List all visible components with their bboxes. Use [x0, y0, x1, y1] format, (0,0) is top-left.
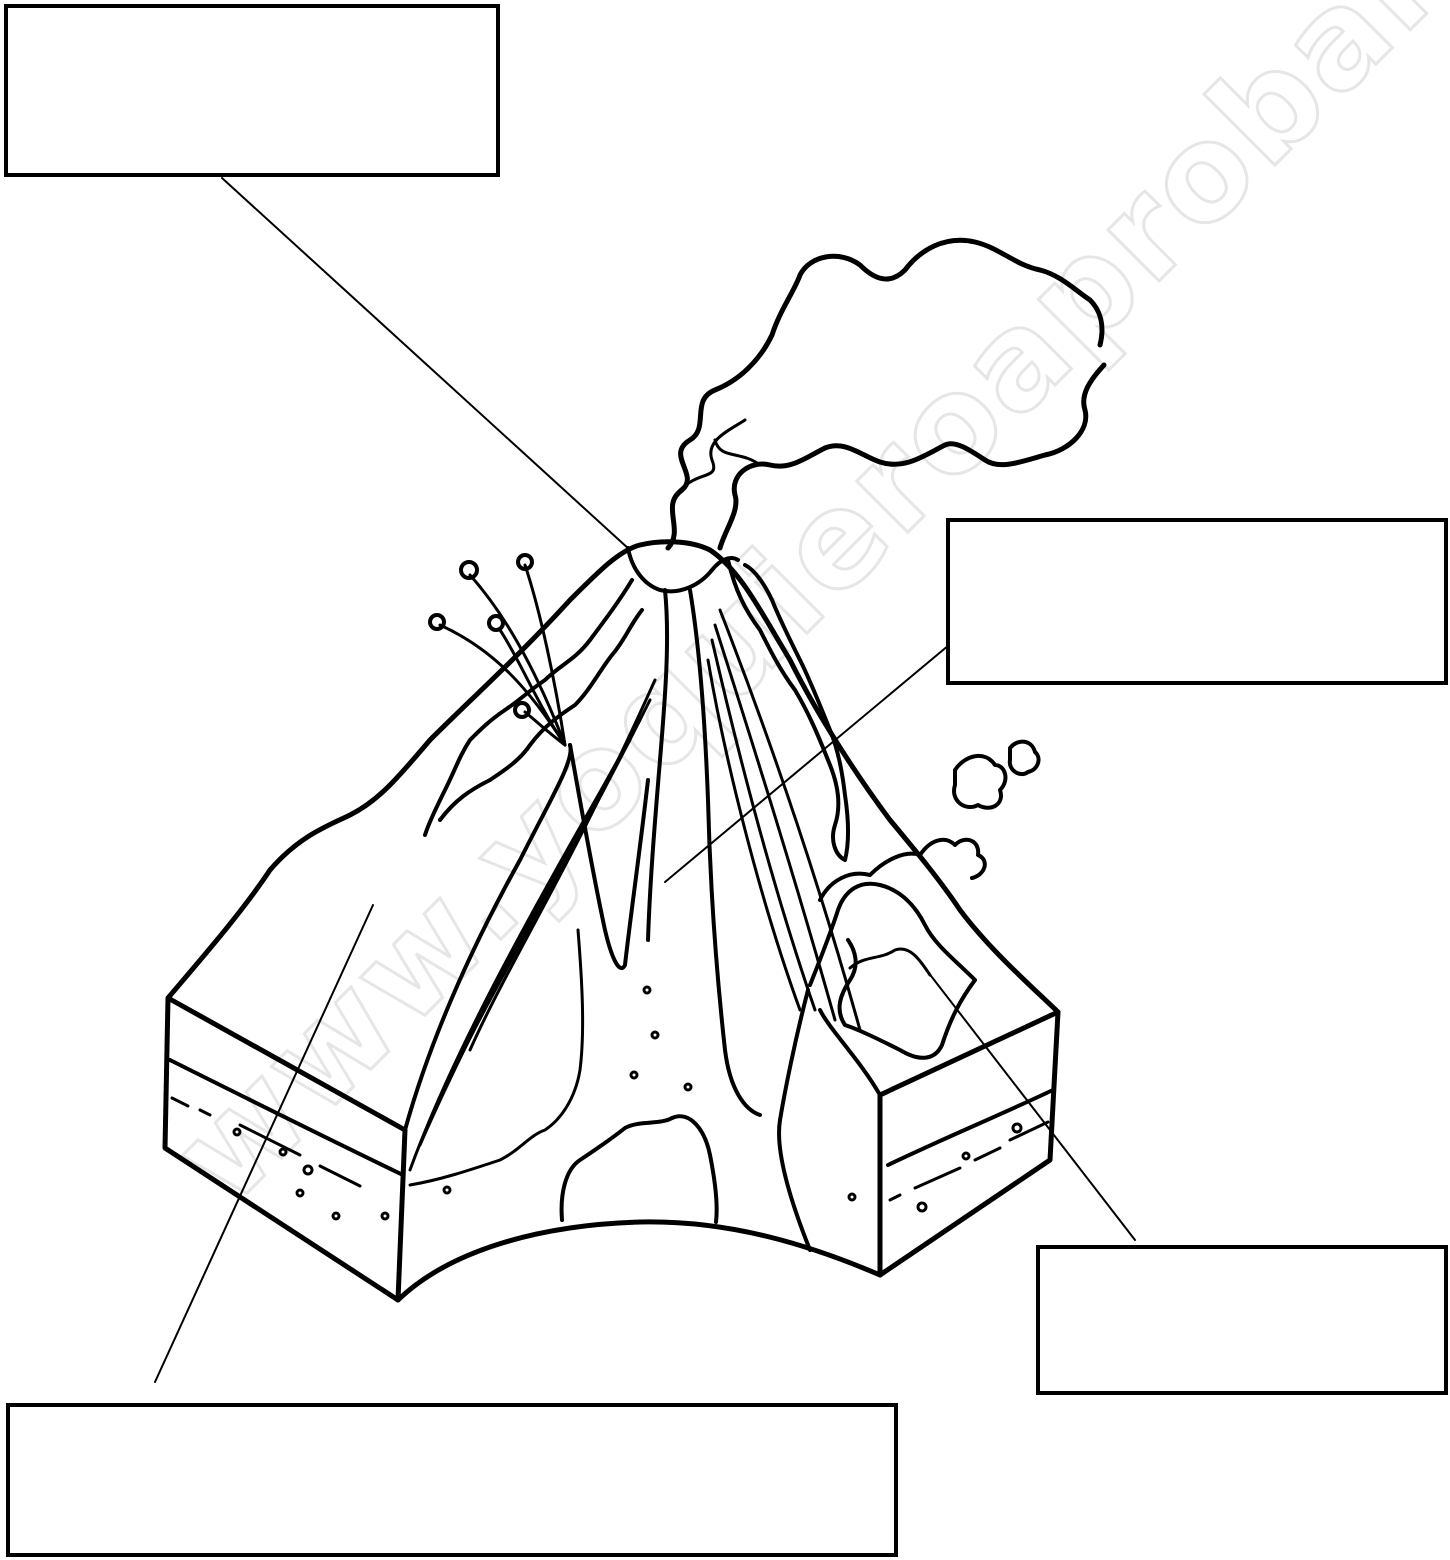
magma-chamber — [559, 1114, 719, 1224]
leader-line-right-low — [927, 971, 1136, 1241]
section-strata-l4 — [468, 678, 657, 1052]
pyroclast-cloud-1 — [818, 837, 987, 902]
left-face-dots — [232, 1127, 452, 1221]
section-strata-r2 — [710, 638, 817, 1012]
label-box-crater[interactable] — [4, 4, 500, 177]
right-face-dots — [847, 1122, 1023, 1213]
right-strata-1 — [886, 1088, 1055, 1167]
section-base-arc — [395, 1219, 883, 1303]
label-box-volcanic-cone[interactable] — [6, 1403, 898, 1557]
leader-line-top-left — [221, 177, 631, 551]
section-lower-left-mass — [408, 928, 585, 1187]
eruption-cloud — [665, 237, 1107, 551]
bomb-trajectory-2 — [468, 573, 567, 747]
conduit-dots — [629, 985, 693, 1092]
leader-line-bottom — [154, 904, 374, 1383]
volcanic-bomb-2 — [459, 560, 479, 580]
bomb-trajectory-4 — [438, 623, 567, 747]
parasitic-lava — [808, 881, 977, 1060]
leader-line-right-mid — [664, 639, 956, 883]
right-strata-2 — [888, 1120, 1050, 1202]
left-strata-1 — [168, 1058, 405, 1177]
secondary-vent-right — [777, 988, 812, 1252]
label-box-conduit[interactable] — [946, 518, 1448, 685]
parasitic-lava-inner — [848, 947, 932, 977]
main-conduit-left — [646, 588, 670, 942]
pyroclast-cloud-2 — [952, 754, 1008, 810]
lava-flow-right — [726, 558, 851, 862]
label-box-lava-flow[interactable] — [1036, 1245, 1448, 1395]
main-conduit-right — [688, 588, 762, 1117]
volcano-outline — [165, 539, 1061, 1015]
pyroclast-cloud-3 — [1007, 739, 1041, 777]
section-right-edge — [818, 1008, 882, 1097]
bomb-trajectory-1 — [523, 563, 567, 747]
section-strata-r3 — [713, 623, 837, 1022]
volcanic-bomb-1 — [516, 553, 534, 571]
section-strata-r1 — [706, 658, 802, 1012]
left-strata-2 — [170, 1096, 362, 1188]
volcanic-bomb-3 — [487, 614, 505, 632]
crater — [626, 546, 740, 594]
plume-wave — [678, 418, 762, 492]
section-strata-r4 — [718, 608, 862, 1032]
volcanic-bomb-5 — [513, 701, 531, 719]
volcanic-bomb-4 — [428, 613, 446, 631]
section-left-edge — [403, 743, 573, 1132]
